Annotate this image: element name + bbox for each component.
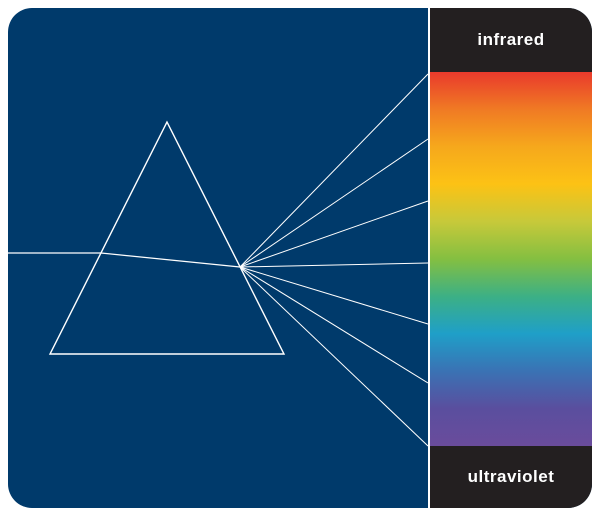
dispersed-rays	[239, 73, 429, 447]
prism-illustration: infrared ultraviolet	[8, 8, 592, 508]
dispersed-ray	[239, 138, 429, 268]
color-spectrum-bar	[430, 72, 592, 446]
infrared-label-band: infrared	[430, 8, 592, 72]
spectrum-panel: infrared ultraviolet	[428, 8, 592, 508]
dispersed-ray	[239, 266, 429, 447]
infrared-label: infrared	[477, 30, 545, 49]
dispersed-ray	[239, 200, 429, 268]
prism-triangle	[48, 120, 286, 355]
dispersed-ray	[239, 266, 429, 325]
dispersed-ray	[239, 266, 429, 384]
ultraviolet-label-band: ultraviolet	[430, 446, 592, 508]
prism-diagram	[8, 73, 429, 447]
ultraviolet-label: ultraviolet	[467, 467, 555, 486]
dispersed-ray	[239, 73, 429, 268]
refracted-ray	[100, 252, 241, 268]
dispersed-ray	[239, 262, 429, 268]
